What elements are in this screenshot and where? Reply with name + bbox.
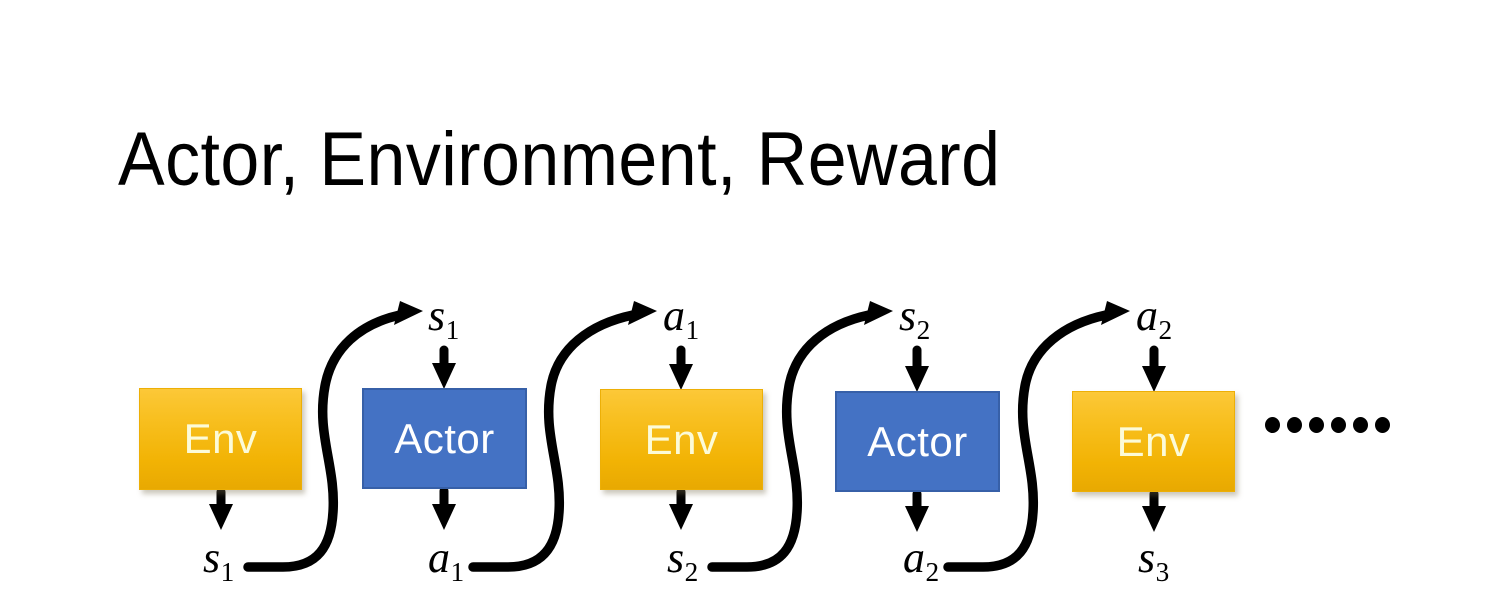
symbol: s <box>667 533 685 582</box>
block-actor-2[interactable]: Actor <box>835 391 1000 492</box>
symbol: s <box>1138 533 1156 582</box>
arrow-s2-into-actor2 <box>905 345 929 392</box>
symbol: a <box>428 533 450 582</box>
arrow-a2-into-env3 <box>1142 345 1166 392</box>
block-env-1-label: Env <box>183 415 258 462</box>
arrow-env2-to-s2 <box>669 487 693 530</box>
ellipsis-dot <box>1287 417 1302 433</box>
symbol: s <box>428 291 446 340</box>
block-actor-1[interactable]: Actor <box>362 388 527 489</box>
ellipsis-dot <box>1331 417 1346 433</box>
symbol: a <box>663 291 685 340</box>
ellipsis-dot <box>1265 417 1280 433</box>
label-top-state-s2: s2 <box>899 294 930 344</box>
label-bottom-action-a1: a1 <box>428 536 464 586</box>
page-title: Actor, Environment, Reward <box>118 117 1001 202</box>
label-bottom-state-s3: s3 <box>1138 536 1169 586</box>
block-env-2[interactable]: Env <box>600 389 763 490</box>
label-bottom-state-s2: s2 <box>667 536 698 586</box>
subscript: 2 <box>925 556 940 587</box>
block-actor-1-label: Actor <box>394 414 495 462</box>
symbol: s <box>899 291 917 340</box>
arrow-env1-to-s1 <box>209 487 233 530</box>
symbol: s <box>203 533 221 582</box>
subscript: 1 <box>450 556 465 587</box>
arrow-a1-into-env2 <box>669 345 693 390</box>
label-top-action-a2: a2 <box>1136 294 1172 344</box>
subscript: 2 <box>1158 314 1173 345</box>
ellipsis-dot <box>1375 417 1390 433</box>
curve-s2-to-top-s2 <box>707 301 893 572</box>
label-bottom-state-s1: s1 <box>203 536 234 586</box>
subscript: 3 <box>1155 556 1170 587</box>
arrow-s1-into-actor1 <box>432 345 456 389</box>
symbol: a <box>903 533 925 582</box>
subscript: 1 <box>445 314 460 345</box>
arrow-actor1-to-a1 <box>432 486 456 530</box>
subscript: 2 <box>684 556 699 587</box>
subscript: 1 <box>685 314 700 345</box>
block-actor-2-label: Actor <box>867 417 968 465</box>
label-top-action-a1: a1 <box>663 294 699 344</box>
block-env-3[interactable]: Env <box>1072 391 1235 492</box>
subscript: 1 <box>220 556 235 587</box>
ellipsis-dot <box>1353 417 1368 433</box>
arrow-actor2-to-a2 <box>905 489 929 532</box>
label-top-state-s1: s1 <box>428 294 459 344</box>
curve-s1-to-top-s1 <box>243 301 423 572</box>
block-env-2-label: Env <box>644 415 719 463</box>
subscript: 2 <box>916 314 931 345</box>
block-env-3-label: Env <box>1116 417 1191 465</box>
block-env-1[interactable]: Env <box>139 388 302 490</box>
ellipsis-dot <box>1309 417 1324 433</box>
curve-a2-to-top-a2 <box>943 301 1130 572</box>
curve-a1-to-top-a1 <box>468 301 657 572</box>
label-bottom-action-a2: a2 <box>903 536 939 586</box>
symbol: a <box>1136 291 1158 340</box>
continuation-ellipsis <box>1265 417 1390 433</box>
arrow-env3-to-s3 <box>1142 489 1166 532</box>
